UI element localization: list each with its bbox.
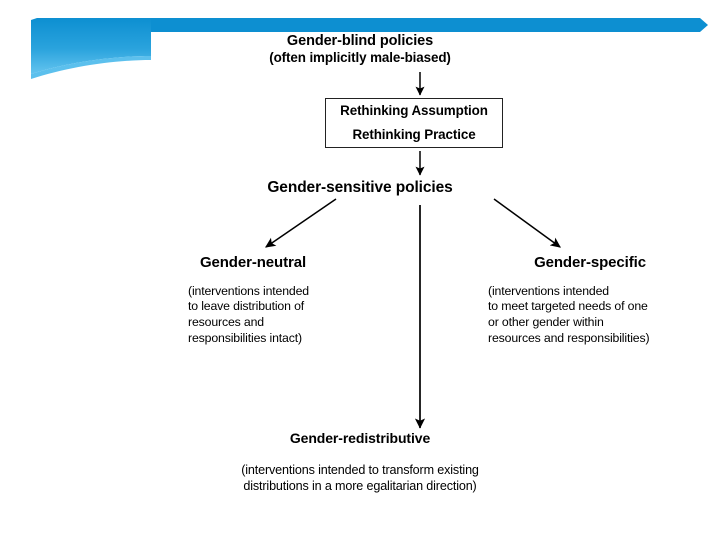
node-gender-sensitive-title: Gender-sensitive policies	[267, 179, 453, 196]
arrow-sensitive-to-specific	[493, 198, 561, 248]
node-gender-neutral-title: Gender-neutral	[199, 254, 307, 271]
node-rethinking-box: Rethinking Assumption Rethinking Practic…	[325, 98, 503, 148]
node-rethinking-assumption-label: Rethinking Assumption	[340, 103, 488, 119]
node-gender-blind-subtitle: (often implicitly male-biased)	[269, 50, 451, 66]
node-gender-sensitive: Gender-sensitive policies	[0, 179, 720, 197]
node-gender-redistributive: Gender-redistributive (interventions int…	[0, 430, 720, 494]
node-gender-redistributive-description: (interventions intended to transform exi…	[241, 462, 479, 493]
arrow-sensitive-to-neutral	[265, 198, 337, 248]
node-gender-specific-title: Gender-specific	[534, 254, 646, 271]
node-gender-blind-title: Gender-blind policies	[286, 33, 434, 49]
node-gender-blind: Gender-blind policies (often implicitly …	[0, 33, 720, 66]
node-gender-redistributive-title: Gender-redistributive	[289, 430, 431, 446]
node-rethinking-practice-label: Rethinking Practice	[352, 127, 476, 142]
